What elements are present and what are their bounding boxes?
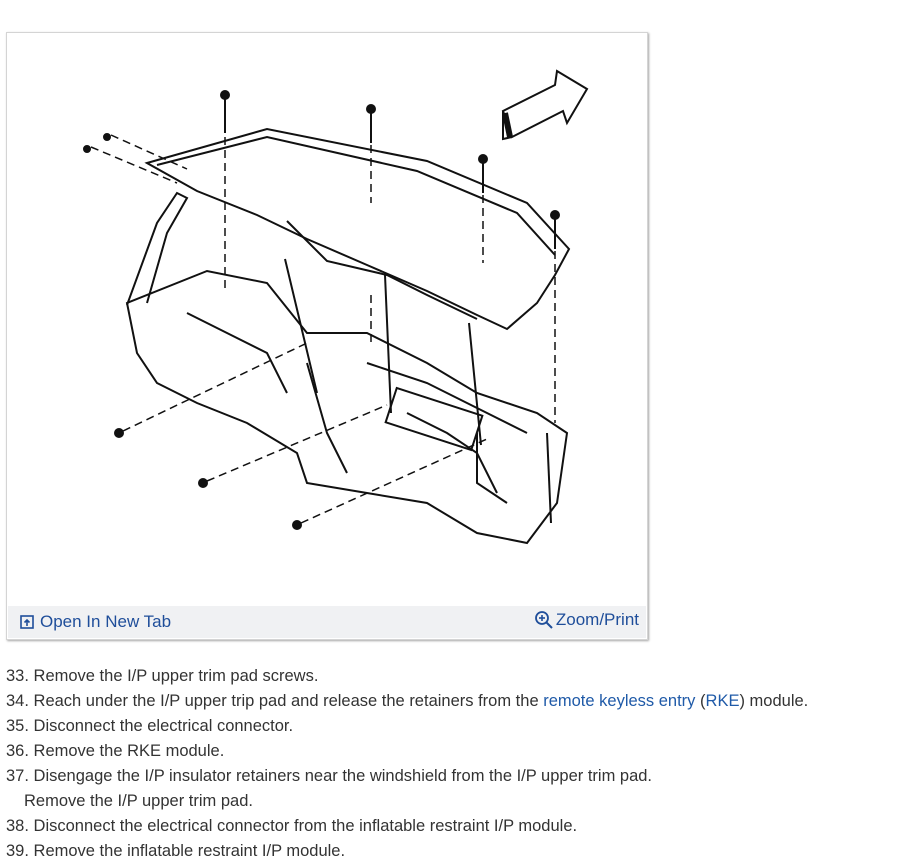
- open-in-new-tab-icon: [20, 615, 34, 629]
- step-37-continuation: Remove the I/P upper trim pad.: [24, 792, 253, 810]
- rke-link[interactable]: RKE: [705, 692, 740, 710]
- zoom-in-icon: [534, 611, 553, 629]
- step-34: 34. Reach under the I/P upper trip pad a…: [6, 692, 809, 710]
- open-in-new-tab-label: Open In New Tab: [40, 612, 172, 631]
- zoom-print-label: Zoom/Print: [555, 610, 639, 629]
- figure-toolbar: Open In New Tab Zoom/Print: [8, 606, 646, 638]
- step-36: 36. Remove the RKE module.: [6, 742, 225, 760]
- step-37: 37. Disengage the I/P insulator retainer…: [6, 767, 653, 785]
- instrument-panel-diagram[interactable]: [7, 33, 647, 607]
- step-33: 33. Remove the I/P upper trim pad screws…: [6, 667, 319, 685]
- figure-frame: Open In New Tab Zoom/Print: [6, 32, 648, 640]
- zoom-print-link[interactable]: Zoom/Print: [534, 610, 639, 630]
- step-39: 39. Remove the inflatable restraint I/P …: [6, 842, 346, 860]
- open-in-new-tab-link[interactable]: Open In New Tab: [20, 612, 171, 632]
- procedure-steps: 33. Remove the I/P upper trim pad screws…: [6, 664, 896, 864]
- step-35: 35. Disconnect the electrical connector.: [6, 717, 294, 735]
- step-38: 38. Disconnect the electrical connector …: [6, 817, 578, 835]
- remote-keyless-entry-link[interactable]: remote keyless entry: [543, 692, 696, 710]
